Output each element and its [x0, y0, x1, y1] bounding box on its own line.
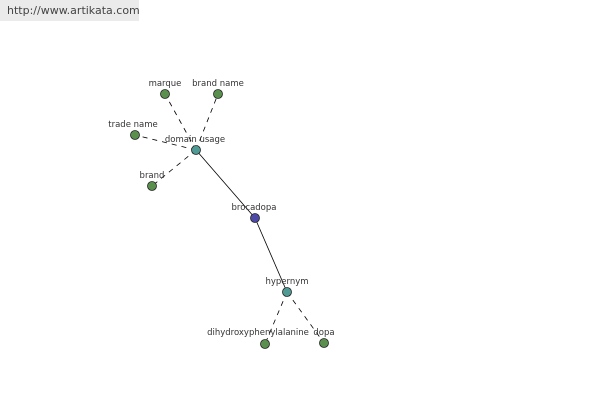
edge-hypernym-dopa [286, 291, 325, 344]
node-dihydroxyphenylalanine[interactable] [260, 339, 270, 349]
label-dopa: dopa [313, 328, 334, 338]
label-brand: brand [140, 171, 165, 181]
edges [134, 93, 325, 345]
label-hypernym: hypernym [265, 277, 308, 287]
edge-root-hypernym [254, 217, 288, 293]
edge-root-domain-usage [195, 149, 256, 219]
site-url-link[interactable]: http://www.artikata.com [7, 4, 140, 17]
label-brocadopa: brocadopa [232, 203, 277, 213]
node-domain-usage[interactable] [191, 145, 201, 155]
node-brand-name[interactable] [213, 89, 223, 99]
node-hypernym[interactable] [282, 287, 292, 297]
node-dopa[interactable] [319, 338, 329, 348]
label-marque: marque [149, 79, 182, 89]
labels: marque brand name trade name brand domai… [108, 79, 334, 338]
node-marque[interactable] [160, 89, 170, 99]
label-brand-name: brand name [192, 79, 244, 89]
edge-domain-usage-trade-name [134, 134, 197, 151]
label-dihydroxyphenylalanine: dihydroxyphenylalanine [207, 328, 309, 338]
label-trade-name: trade name [108, 120, 157, 130]
label-domain-usage: domain usage [165, 135, 225, 145]
node-brocadopa[interactable] [250, 213, 260, 223]
url-banner: http://www.artikata.com [0, 0, 140, 21]
node-brand[interactable] [147, 181, 157, 191]
edge-domain-usage-marque [164, 93, 197, 151]
node-trade-name[interactable] [130, 130, 140, 140]
nodes [130, 89, 329, 349]
edge-domain-usage-brand-name [195, 93, 219, 151]
